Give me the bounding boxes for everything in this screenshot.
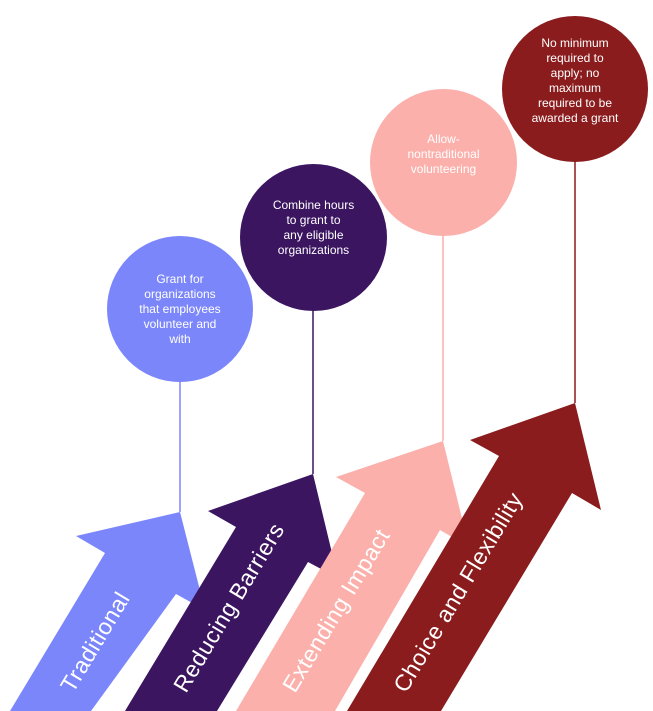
bubble-reducing-barriers: Combine hours to grant to any eligible o… — [240, 164, 387, 311]
bubble-text-traditional: Grant for organizations that employees v… — [139, 271, 221, 346]
bubble-choice-and-flexibility: No minimum required to apply; no maximum… — [502, 16, 648, 162]
bubble-text-choice-and-flexibility: No minimum required to apply; no maximum… — [531, 36, 619, 125]
bubble-text-reducing-barriers: Combine hours to grant to any eligible o… — [272, 197, 355, 257]
arrow-traditional — [10, 512, 205, 711]
arrow-reducing-barriers — [125, 474, 338, 711]
bubble-traditional: Grant for organizations that employees v… — [107, 236, 253, 382]
arrow-extending-impact — [236, 441, 469, 711]
arrow-choice-and-flexibility — [347, 403, 601, 711]
bubble-text-extending-impact: Allow- nontraditional volunteering — [407, 132, 480, 176]
bubble-extending-impact: Allow- nontraditional volunteering — [370, 89, 517, 236]
